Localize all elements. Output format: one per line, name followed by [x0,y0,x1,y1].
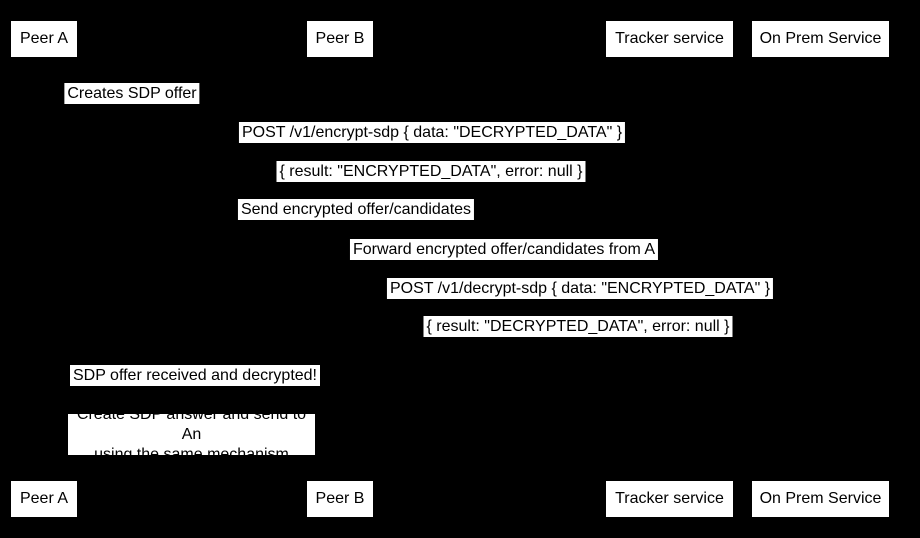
note-line: using the same mechanism [94,445,289,463]
participant-box-peer-b-top: Peer B [307,21,373,57]
lifeline-tracker-service [669,57,670,481]
note-box: Create SDP answer and send to An using th… [68,406,315,463]
participant-box-tracker-service-bottom: Tracker service [606,481,733,517]
message-label-on-prem-service-to-peer-b: { result: "DECRYPTED_DATA", error: null … [423,316,733,337]
participant-box-on-prem-service-top: On Prem Service [752,21,889,57]
message-label-peer-b-to-on-prem-service: POST /v1/decrypt-sdp { data: "ENCRYPTED_… [386,278,774,299]
participant-box-peer-a-bottom: Peer A [11,481,77,517]
message-label-peer-b-to-peer-a: SDP offer received and decrypted! [70,365,320,386]
message-label-peer-a-to-tracker-service: Send encrypted offer/candidates [237,199,475,220]
participant-box-peer-a-top: Peer A [11,21,77,57]
message-arrow-tracker-service-to-peer-b [340,262,669,263]
message-label-tracker-service-to-peer-b: Forward encrypted offer/candidates from … [349,239,659,260]
message-label-on-prem-service-to-peer-a: { result: "ENCRYPTED_DATA", error: null … [276,161,586,182]
note-line: Create SDP answer and send to An [76,405,307,443]
participant-box-tracker-service-top: Tracker service [606,21,733,57]
participant-box-on-prem-service-bottom: On Prem Service [752,481,889,517]
message-arrow-peer-b-to-peer-a [44,388,340,389]
message-label-peer-a-to-on-prem-service: POST /v1/encrypt-sdp { data: "DECRYPTED_… [238,122,626,143]
message-arrow-peer-a-to-on-prem-service [44,145,820,146]
message-arrow-peer-a-to-tracker-service [44,222,669,223]
message-arrow-peer-b-to-on-prem-service [340,301,820,302]
lifeline-on-prem-service [820,57,821,481]
participant-box-peer-b-bottom: Peer B [307,481,373,517]
message-arrow-on-prem-service-to-peer-b [340,339,820,340]
message-label-peer-a-to-peer-a: Creates SDP offer [64,83,200,104]
lifeline-peer-a [44,57,45,481]
lifeline-peer-b [340,57,341,481]
message-arrow-peer-a-to-peer-a [44,106,80,107]
message-arrow-on-prem-service-to-peer-a [44,184,820,185]
